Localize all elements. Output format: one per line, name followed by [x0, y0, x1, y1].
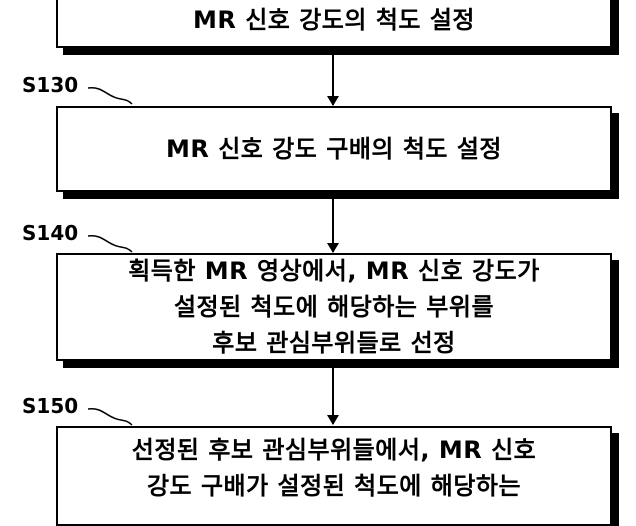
box-text-line: 후보 관심부위들로 선정: [212, 329, 456, 357]
step-label-s140: S140: [22, 221, 79, 245]
leader-s150: [87, 407, 133, 426]
flow-connectors: [87, 50, 339, 426]
flow-box-s140: 획득한 MR 영상에서, MR 신호 강도가 설정된 척도에 해당하는 부위를 …: [56, 253, 612, 361]
flow-box-s130: MR 신호 강도 구배의 척도 설정: [56, 106, 612, 192]
step-label-s150: S150: [22, 394, 79, 418]
leader-s130: [87, 86, 133, 105]
box-text-line: MR 신호 강도 구배의 척도 설정: [165, 135, 503, 163]
box-text-line: MR 신호 강도의 척도 설정: [192, 6, 475, 34]
box-text-line: 선정된 후보 관심부위들에서, MR 신호: [131, 436, 537, 464]
box-text-line: 획득한 MR 영상에서, MR 신호 강도가: [128, 257, 540, 285]
box-text-line: 설정된 척도에 해당하는 부위를: [173, 293, 495, 321]
flow-box-top: MR 신호 강도의 척도 설정: [56, 0, 612, 48]
flow-box-s150: 선정된 후보 관심부위들에서, MR 신호 강도 구배가 설정된 척도에 해당하…: [56, 426, 612, 526]
leader-s140: [87, 234, 133, 253]
box-text-line: 강도 구배가 설정된 척도에 해당하는: [146, 472, 522, 500]
step-label-s130: S130: [22, 73, 79, 97]
